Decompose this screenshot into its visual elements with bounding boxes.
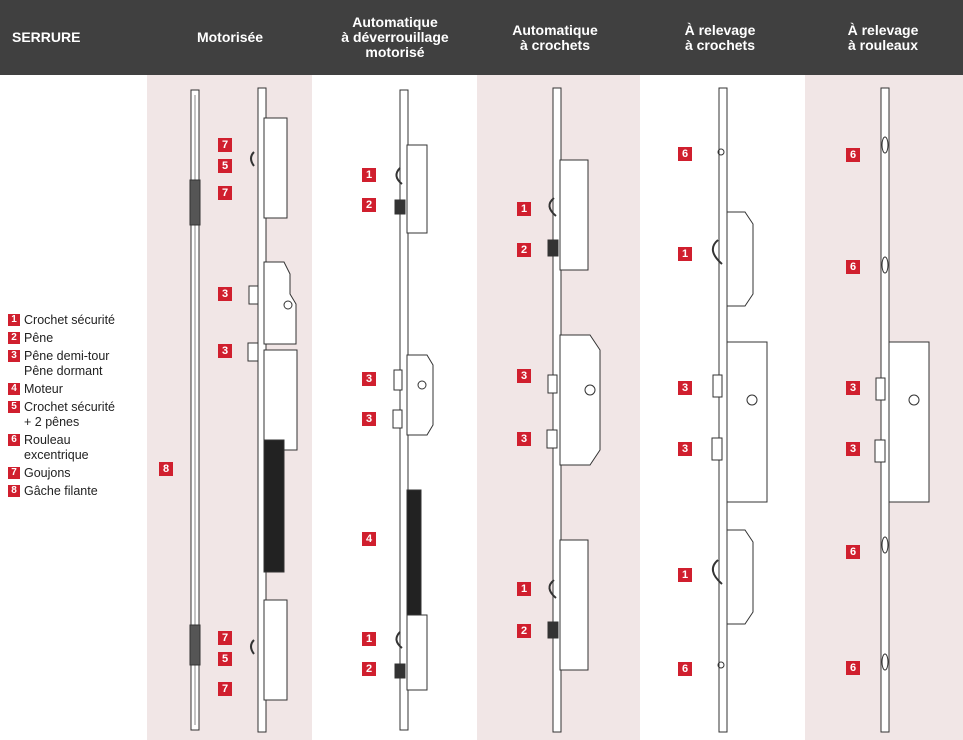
relevage-rouleaux-lock-drawing — [874, 87, 930, 733]
marker-rouleau: 6 — [678, 147, 692, 161]
marker-pene: 2 — [362, 662, 376, 676]
header-serrure: SERRURE — [12, 29, 81, 45]
header-relevage-rouleaux: À relevage à rouleaux — [847, 21, 919, 53]
marker-rouleau: 6 — [678, 662, 692, 676]
marker-pene: 2 — [517, 243, 531, 257]
automatique-crochets-lock-drawing — [546, 87, 601, 733]
marker-pene-demi-tour: 3 — [846, 442, 860, 456]
legend-badge: 2 — [8, 332, 20, 344]
marker-crochet-2-penes: 5 — [218, 159, 232, 173]
marker-goujons: 7 — [218, 631, 232, 645]
marker-pene-demi-tour: 3 — [218, 344, 232, 358]
marker-rouleau: 6 — [846, 545, 860, 559]
marker-moteur: 4 — [362, 532, 376, 546]
marker-pene-demi-tour: 3 — [678, 381, 692, 395]
marker-pene-demi-tour: 3 — [517, 369, 531, 383]
marker-crochet: 1 — [517, 202, 531, 216]
legend-badge: 4 — [8, 383, 20, 395]
marker-crochet-2-penes: 5 — [218, 652, 232, 666]
marker-crochet: 1 — [678, 568, 692, 582]
marker-goujons: 7 — [218, 682, 232, 696]
marker-pene-demi-tour: 3 — [362, 372, 376, 386]
marker-pene-demi-tour: 3 — [218, 287, 232, 301]
marker-rouleau: 6 — [846, 148, 860, 162]
marker-pene-demi-tour: 3 — [362, 412, 376, 426]
legend-badge: 7 — [8, 467, 20, 479]
legend-badge: 6 — [8, 434, 20, 446]
marker-gache-filante: 8 — [159, 462, 173, 476]
legend-badge: 8 — [8, 485, 20, 497]
marker-pene: 2 — [517, 624, 531, 638]
legend-badge: 5 — [8, 401, 20, 413]
relevage-crochets-lock-drawing — [711, 87, 768, 733]
marker-crochet: 1 — [362, 632, 376, 646]
header-automatique-deverrouillage: Automatique à déverrouillage motorisé — [341, 14, 449, 60]
marker-pene-demi-tour: 3 — [678, 442, 692, 456]
marker-crochet: 1 — [517, 582, 531, 596]
automatique-motorise-lock-drawing — [392, 89, 434, 731]
motorisee-lock-drawing — [247, 87, 298, 733]
marker-pene-demi-tour: 3 — [517, 432, 531, 446]
legend-badge: 1 — [8, 314, 20, 326]
marker-rouleau: 6 — [846, 260, 860, 274]
table-header: SERRURE Motorisée Automatique à déverrou… — [0, 0, 963, 75]
marker-crochet: 1 — [362, 168, 376, 182]
marker-rouleau: 6 — [846, 661, 860, 675]
marker-pene-demi-tour: 3 — [846, 381, 860, 395]
marker-goujons: 7 — [218, 186, 232, 200]
header-automatique-crochets: Automatique à crochets — [512, 21, 598, 53]
legend-badge: 3 — [8, 350, 20, 362]
gache-filante-drawing — [189, 89, 201, 731]
marker-crochet: 1 — [678, 247, 692, 261]
header-relevage-crochets: À relevage à crochets — [684, 21, 756, 53]
marker-goujons: 7 — [218, 138, 232, 152]
header-motorisee: Motorisée — [196, 29, 264, 45]
marker-pene: 2 — [362, 198, 376, 212]
